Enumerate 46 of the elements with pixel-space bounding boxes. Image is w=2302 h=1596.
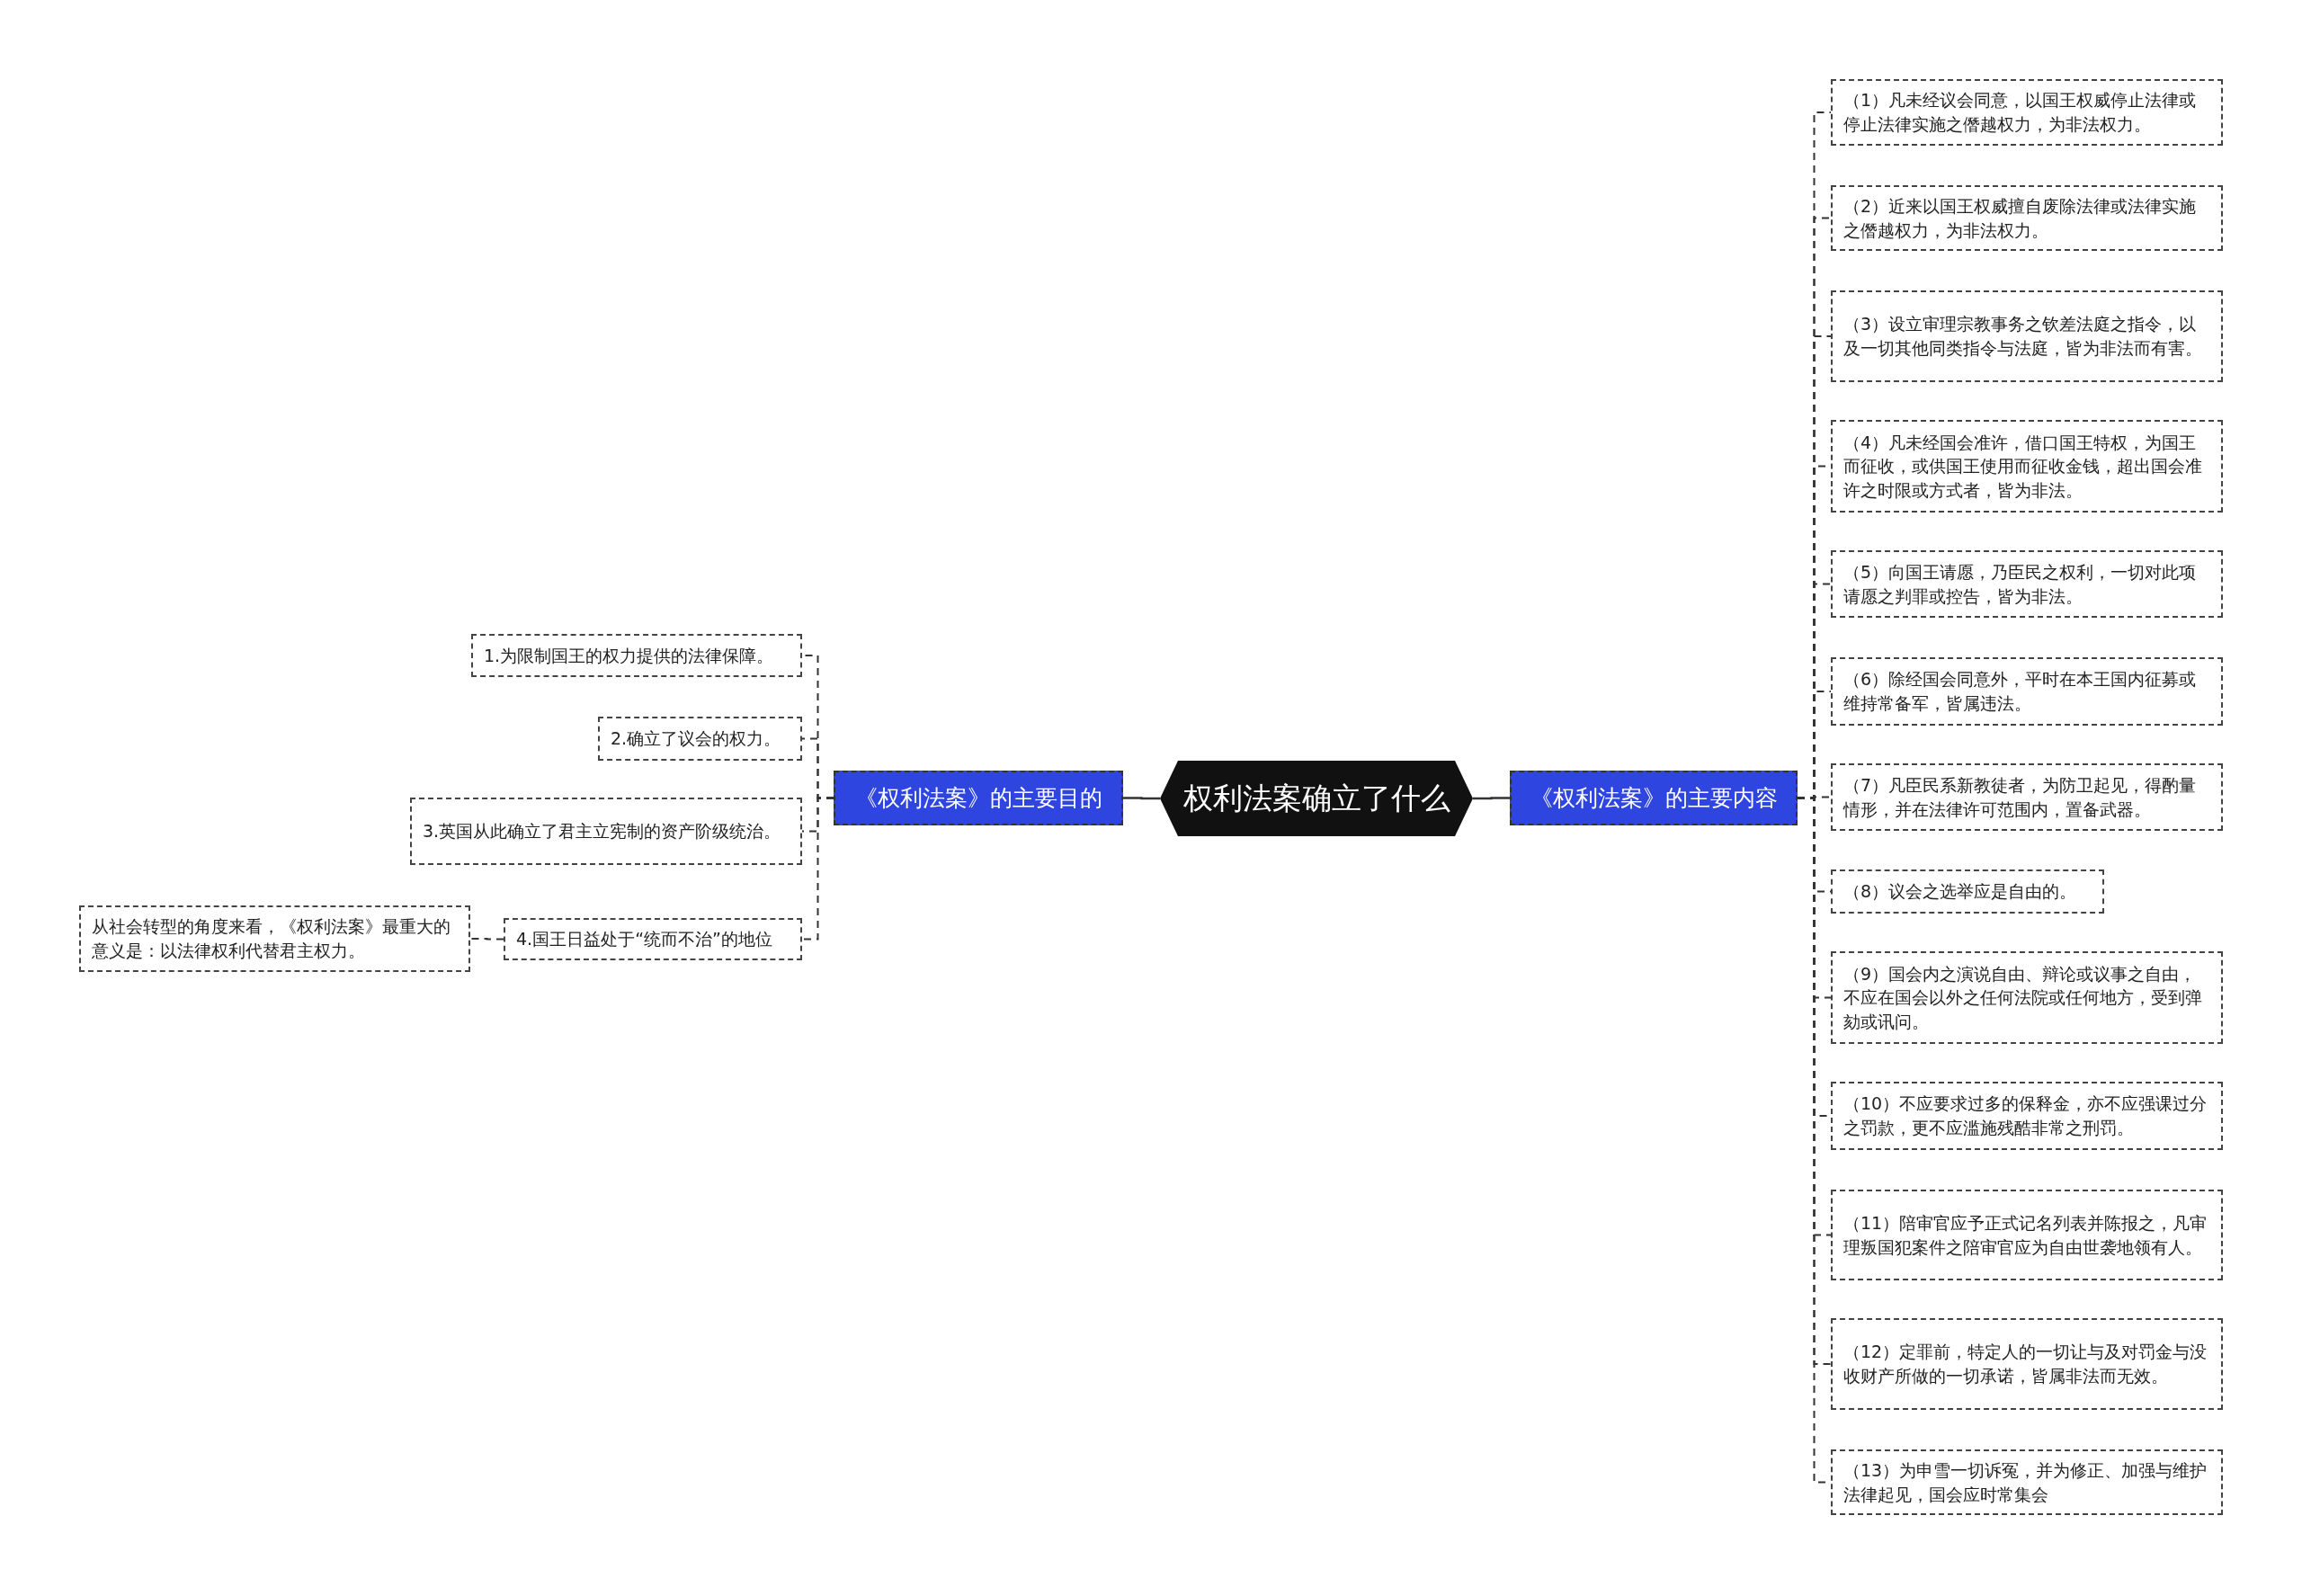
text-box: [1831, 951, 2223, 1044]
item-text: （5）向国王请愿，乃臣民之权利，一切对此项请愿之判罪或控告，皆为非法。: [1843, 560, 2198, 608]
item-text: 从社会转型的角度来看，《权利法案》最重大的意义是：以法律权利代替君主权力。: [92, 915, 451, 962]
item-text: （1）凡未经议会同意，以国王权威停止法律或停止法律实施之僭越权力，为非法权力。: [1843, 89, 2198, 136]
item-text: （2）近来以国王权威擅自废除法律或法律实施之僭越权力，为非法权力。: [1843, 194, 2198, 242]
text-box: [1831, 657, 2223, 726]
item-text: 3.英国从此确立了君主立宪制的资产阶级统治。: [423, 820, 781, 843]
item-text: 1.为限制国王的权力提供的法律保障。: [484, 644, 774, 667]
text-box: [471, 634, 802, 677]
text-box: [598, 717, 802, 761]
topic-hexagon: [1160, 761, 1473, 836]
text-box: [1831, 290, 2223, 382]
text-box: [1831, 1082, 2223, 1150]
item-text: （12）定罪前，特定人的一切让与及对罚金与没收财产所做的一切承诺，皆属非法而无效。: [1843, 1341, 2208, 1387]
text-box: [1831, 869, 2104, 914]
item-text: （10）不应要求过多的保释金，亦不应强课过分之罚款，更不应滥施残酷非常之刑罚。: [1843, 1092, 2208, 1139]
item-text: 2.确立了议会的权力。: [611, 727, 781, 751]
text-box: [1831, 1318, 2223, 1410]
item-text: （13）为申雪一切诉冤，并为修正、加强与维护法律起见，国会应时常集会: [1843, 1458, 2208, 1506]
branch-box: [1510, 771, 1798, 825]
text-box: [79, 905, 470, 972]
text-box: [1831, 185, 2223, 251]
connector-line: [469, 938, 504, 941]
item-text: （4）凡未经国会准许，借口国王特权，为国王而征收，或供国王使用而征收金钱，超出国会准许之时限或方式者，皆为非法。: [1843, 431, 2203, 502]
text-box: [1831, 1190, 2223, 1280]
text-box: [1831, 550, 2223, 618]
item-text: 4.国王日益处于“统而不治”的地位: [516, 928, 772, 951]
connector-line: [1473, 797, 1510, 800]
item-text: （9）国会内之演说自由、辩论或议事之自由，不应在国会以外之任何法院或任何地方，受到弹劾或讯问。: [1843, 962, 2203, 1033]
node-label: 《权利法案》的主要内容: [1530, 784, 1778, 813]
text-box: [1831, 1449, 2223, 1515]
text-box: [1831, 420, 2223, 513]
text-box: [1831, 763, 2223, 831]
text-box: [410, 798, 802, 865]
connector-line: [801, 797, 834, 941]
branch-box: [834, 771, 1123, 825]
item-text: （6）除经国会同意外，平时在本王国内征募或维持常备军，皆属违法。: [1843, 668, 2198, 715]
connector-line: [1123, 797, 1160, 800]
item-text: （7）凡臣民系新教徒者，为防卫起见，得酌量情形，并在法律许可范围内，置备武器。: [1843, 773, 2198, 821]
node-label: 权利法案确立了什么: [1182, 779, 1450, 817]
item-text: （8）议会之选举应是自由的。: [1843, 880, 2077, 904]
item-text: （3）设立审理宗教事务之钦差法庭之指令，以及一切其他同类指令与法庭，皆为非法而有害。: [1843, 313, 2203, 360]
node-label: 《权利法案》的主要目的: [854, 784, 1102, 813]
text-box: [504, 918, 802, 960]
text-box: [1831, 79, 2223, 146]
item-text: （11）陪审官应予正式记名列表并陈报之，凡审理叛国犯案件之陪审官应为自由世袭地领有人。: [1843, 1211, 2208, 1259]
